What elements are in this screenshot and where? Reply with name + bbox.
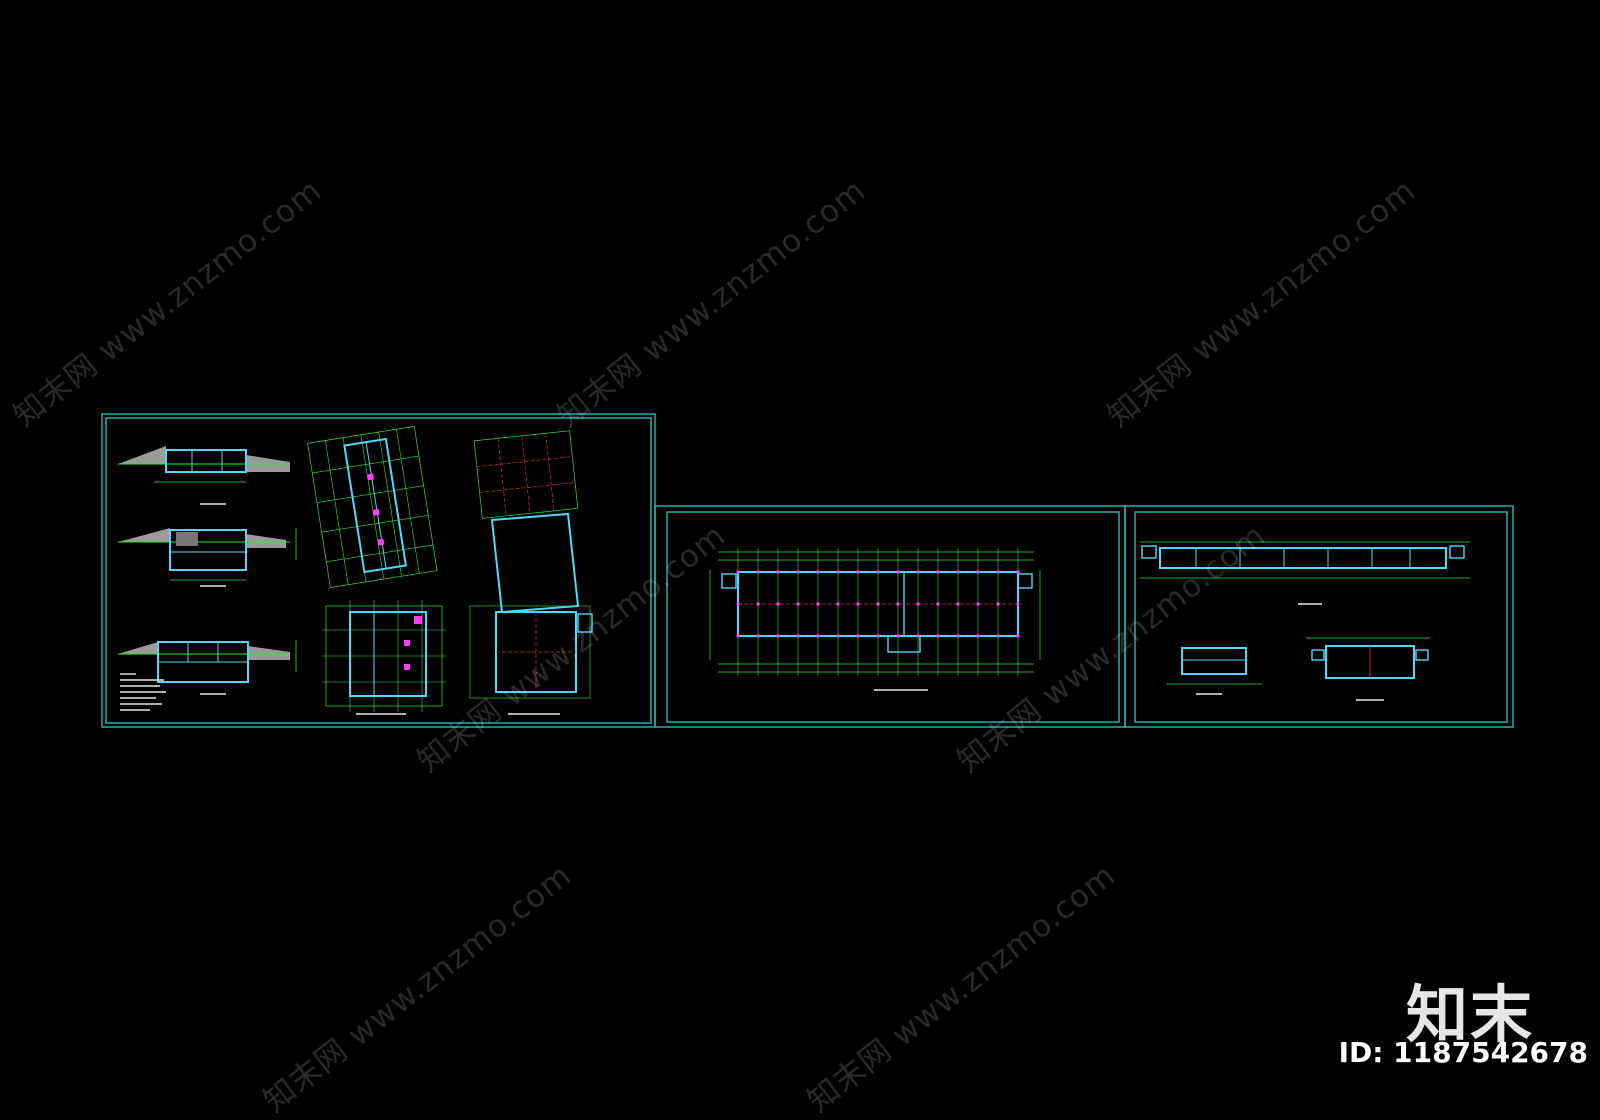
column-node <box>896 570 900 574</box>
column-node <box>876 570 880 574</box>
column-node <box>976 602 980 606</box>
small-section-drawing-1 <box>1166 647 1262 695</box>
column-node <box>956 602 960 606</box>
long-floor-plan <box>709 548 1041 691</box>
column-node <box>1016 634 1020 638</box>
column-node <box>1016 602 1020 606</box>
column-node <box>796 570 800 574</box>
section-drawing-1 <box>118 446 290 505</box>
column-node <box>816 634 820 638</box>
column-node <box>836 634 840 638</box>
column-node <box>856 570 860 574</box>
column-node <box>936 570 940 574</box>
column-node <box>996 570 1000 574</box>
column-node <box>776 570 780 574</box>
column-node <box>1016 570 1020 574</box>
column-node <box>736 570 740 574</box>
column-node <box>956 570 960 574</box>
section-drawing-3 <box>118 640 297 695</box>
sheet-frame-3 <box>1124 505 1514 728</box>
column-node <box>916 570 920 574</box>
column-node <box>776 602 780 606</box>
column-node <box>896 602 900 606</box>
column-node <box>876 602 880 606</box>
column-node <box>756 570 760 574</box>
column-node <box>816 570 820 574</box>
rotated-floor-plan-1 <box>307 426 438 588</box>
column-node <box>776 634 780 638</box>
column-node <box>876 634 880 638</box>
column-node <box>756 634 760 638</box>
column-node <box>936 634 940 638</box>
column-node <box>916 634 920 638</box>
long-section-drawing <box>1140 541 1470 605</box>
column-node <box>736 602 740 606</box>
column-node <box>796 634 800 638</box>
column-node <box>796 602 800 606</box>
column-node <box>976 634 980 638</box>
brand-logo: 知末 <box>1405 978 1534 1051</box>
image-id-label: ID: 1187542678 <box>1338 1036 1588 1069</box>
column-node <box>996 602 1000 606</box>
column-node <box>936 602 940 606</box>
column-node <box>996 634 1000 638</box>
notes-text-block <box>120 673 166 711</box>
column-node <box>896 634 900 638</box>
floor-plan-lower-1 <box>322 600 446 715</box>
floor-plan-lower-2 <box>469 605 593 715</box>
column-node <box>816 602 820 606</box>
column-node <box>856 634 860 638</box>
column-node <box>736 634 740 638</box>
column-node <box>856 602 860 606</box>
column-node <box>976 570 980 574</box>
section-drawing-2 <box>118 528 297 587</box>
column-node <box>956 634 960 638</box>
column-node <box>836 602 840 606</box>
column-node <box>916 602 920 606</box>
small-section-drawing-2 <box>1306 637 1430 701</box>
column-node <box>836 570 840 574</box>
column-node <box>756 602 760 606</box>
